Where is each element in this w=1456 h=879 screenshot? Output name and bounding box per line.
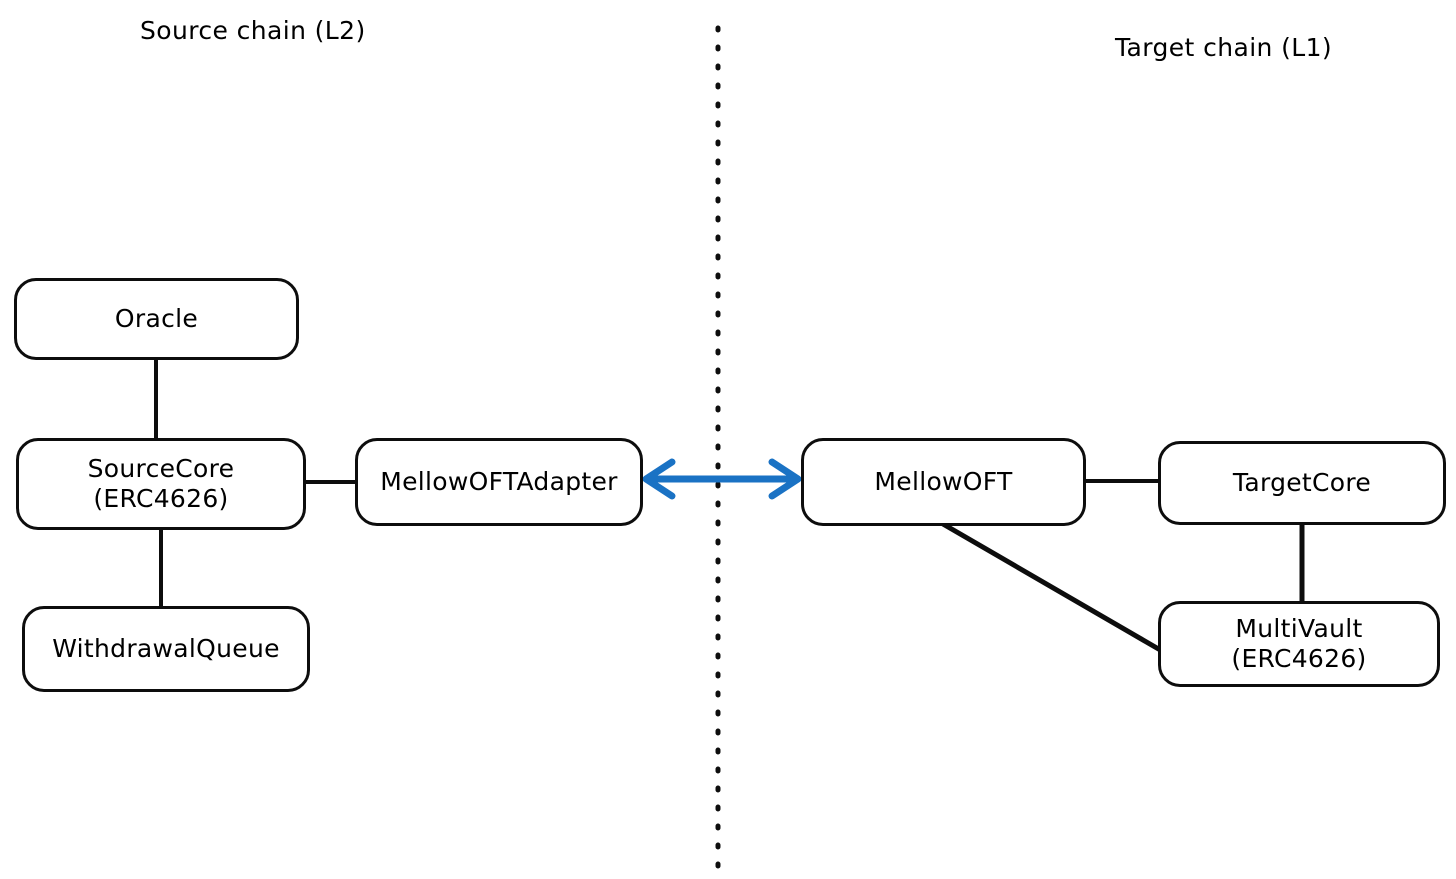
node-oracle[interactable]: Oracle — [14, 278, 299, 360]
node-mellow-oft[interactable]: MellowOFT — [801, 438, 1086, 526]
node-target-core-label: TargetCore — [1232, 467, 1372, 497]
node-source-core-label: SourceCore (ERC4626) — [87, 453, 235, 514]
target-chain-label: Target chain (L1) — [1115, 33, 1333, 62]
node-multi-vault[interactable]: MultiVault (ERC4626) — [1158, 601, 1440, 687]
node-mellow-oft-adapter-label: MellowOFTAdapter — [380, 466, 618, 496]
bridge-arrow-head-left — [642, 458, 676, 500]
node-withdrawal-queue[interactable]: WithdrawalQueue — [22, 606, 310, 692]
node-multi-vault-label: MultiVault (ERC4626) — [1231, 613, 1367, 674]
edge-mellow-oft-to-multi-vault — [940, 521, 1165, 654]
edge-adapter-to-mellow-oft — [642, 458, 802, 500]
node-source-core[interactable]: SourceCore (ERC4626) — [16, 438, 306, 530]
bridge-arrow-head-right — [768, 458, 802, 500]
node-mellow-oft-adapter[interactable]: MellowOFTAdapter — [355, 438, 643, 526]
source-chain-label: Source chain (L2) — [140, 16, 366, 45]
node-mellow-oft-label: MellowOFT — [874, 466, 1013, 496]
node-oracle-label: Oracle — [114, 303, 199, 333]
node-withdrawal-queue-label: WithdrawalQueue — [52, 633, 280, 663]
node-target-core[interactable]: TargetCore — [1158, 441, 1446, 525]
